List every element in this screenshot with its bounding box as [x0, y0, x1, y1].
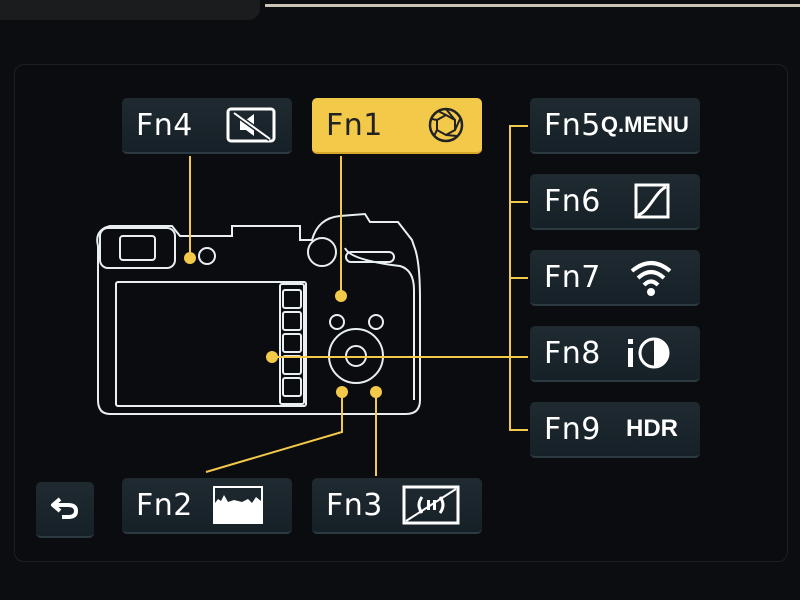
- wifi-icon: [628, 257, 674, 297]
- fn5-button[interactable]: Fn5 Q.MENU: [530, 98, 700, 154]
- fn8-button[interactable]: Fn8: [530, 326, 700, 382]
- back-button[interactable]: [36, 482, 94, 538]
- fn2-button[interactable]: Fn2: [122, 478, 292, 534]
- return-icon: [50, 493, 80, 525]
- mute-speaker-icon: [226, 107, 276, 143]
- fn1-button[interactable]: Fn1: [312, 98, 482, 154]
- i-dynamic-icon: [626, 335, 672, 371]
- tone-curve-icon: [634, 183, 670, 219]
- fn4-button[interactable]: Fn4: [122, 98, 292, 154]
- fn3-button[interactable]: Fn3: [312, 478, 482, 534]
- fn6-button[interactable]: Fn6: [530, 174, 700, 230]
- camera-bezel: [0, 0, 260, 20]
- aperture-icon: [426, 105, 466, 145]
- q-menu-icon: Q.MENU: [600, 112, 689, 137]
- fn9-button[interactable]: Fn9 HDR: [530, 402, 700, 458]
- fn7-button[interactable]: Fn7: [530, 250, 700, 306]
- hdr-icon: HDR: [626, 415, 678, 442]
- stabilizer-off-icon: [402, 485, 460, 525]
- histogram-icon: [212, 485, 264, 525]
- bezel-edge: [265, 4, 800, 7]
